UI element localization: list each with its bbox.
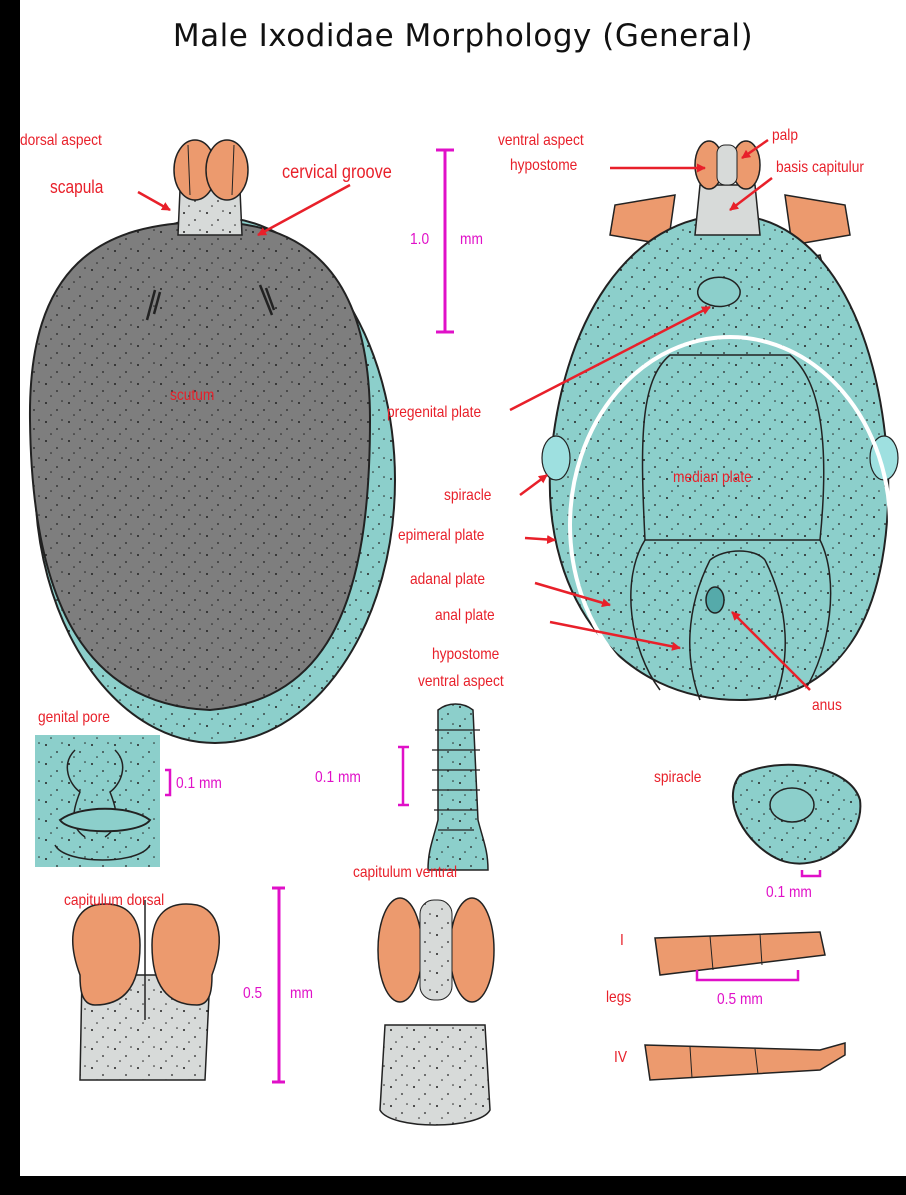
scale-hypostome: 0.1 mm <box>315 770 361 786</box>
label-cervical-groove: cervical groove <box>282 163 392 182</box>
dorsal-view <box>30 140 395 743</box>
scale-capitulum-unit: mm <box>290 986 313 1002</box>
label-epimeral-plate: epimeral plate <box>398 528 484 544</box>
label-adanal-plate: adanal plate <box>410 572 485 588</box>
label-spiracle-detail: spiracle <box>654 770 701 786</box>
label-hypostome: hypostome <box>510 158 577 174</box>
label-hypostome-ventral-aspect: ventral aspect <box>418 674 504 690</box>
label-capitulum-ventral: capitulum ventral <box>353 865 457 881</box>
genital-pore-detail <box>35 735 170 867</box>
label-leg-iv: IV <box>614 1050 627 1066</box>
label-genital-pore: genital pore <box>38 710 110 726</box>
ventral-view <box>542 141 898 713</box>
scale-legs: 0.5 mm <box>717 992 763 1008</box>
scale-capitulum-value: 0.5 <box>243 986 262 1002</box>
anus-shape <box>706 587 724 613</box>
label-hypostome-detail: hypostome <box>432 647 499 663</box>
morphology-illustration <box>20 0 906 1176</box>
dorsal-palp-right <box>206 140 248 200</box>
label-pregenital-plate: pregenital plate <box>387 405 481 421</box>
label-legs: legs <box>606 990 631 1006</box>
label-scutum: scutum <box>170 388 214 404</box>
scale-spiracle: 0.1 mm <box>766 885 812 901</box>
hypostome-detail <box>398 704 488 870</box>
label-basis-capitulum: basis capitulur <box>776 160 864 176</box>
scale-main-unit: mm <box>460 232 483 248</box>
scale-genital-pore: 0.1 mm <box>176 776 222 792</box>
label-palp: palp <box>772 128 798 144</box>
diagram-frame: Male Ixodidae Morphology (General) <box>20 0 906 1176</box>
scale-main-value: 1.0 <box>410 232 429 248</box>
label-anal-plate: anal plate <box>435 608 495 624</box>
label-ventral-aspect: ventral aspect <box>498 133 584 149</box>
label-dorsal-aspect: dorsal aspect <box>20 133 102 149</box>
capitulum-ventral-detail <box>378 898 494 1125</box>
label-leg-i: I <box>620 933 624 949</box>
spiracle-detail <box>733 765 860 876</box>
label-capitulum-dorsal: capitulum dorsal <box>64 893 164 909</box>
label-median-plate: median plate <box>673 470 752 486</box>
main-scale-bar <box>436 150 454 332</box>
label-scapula: scapula <box>50 178 103 196</box>
label-anus: anus <box>812 698 842 714</box>
label-spiracle: spiracle <box>444 488 491 504</box>
